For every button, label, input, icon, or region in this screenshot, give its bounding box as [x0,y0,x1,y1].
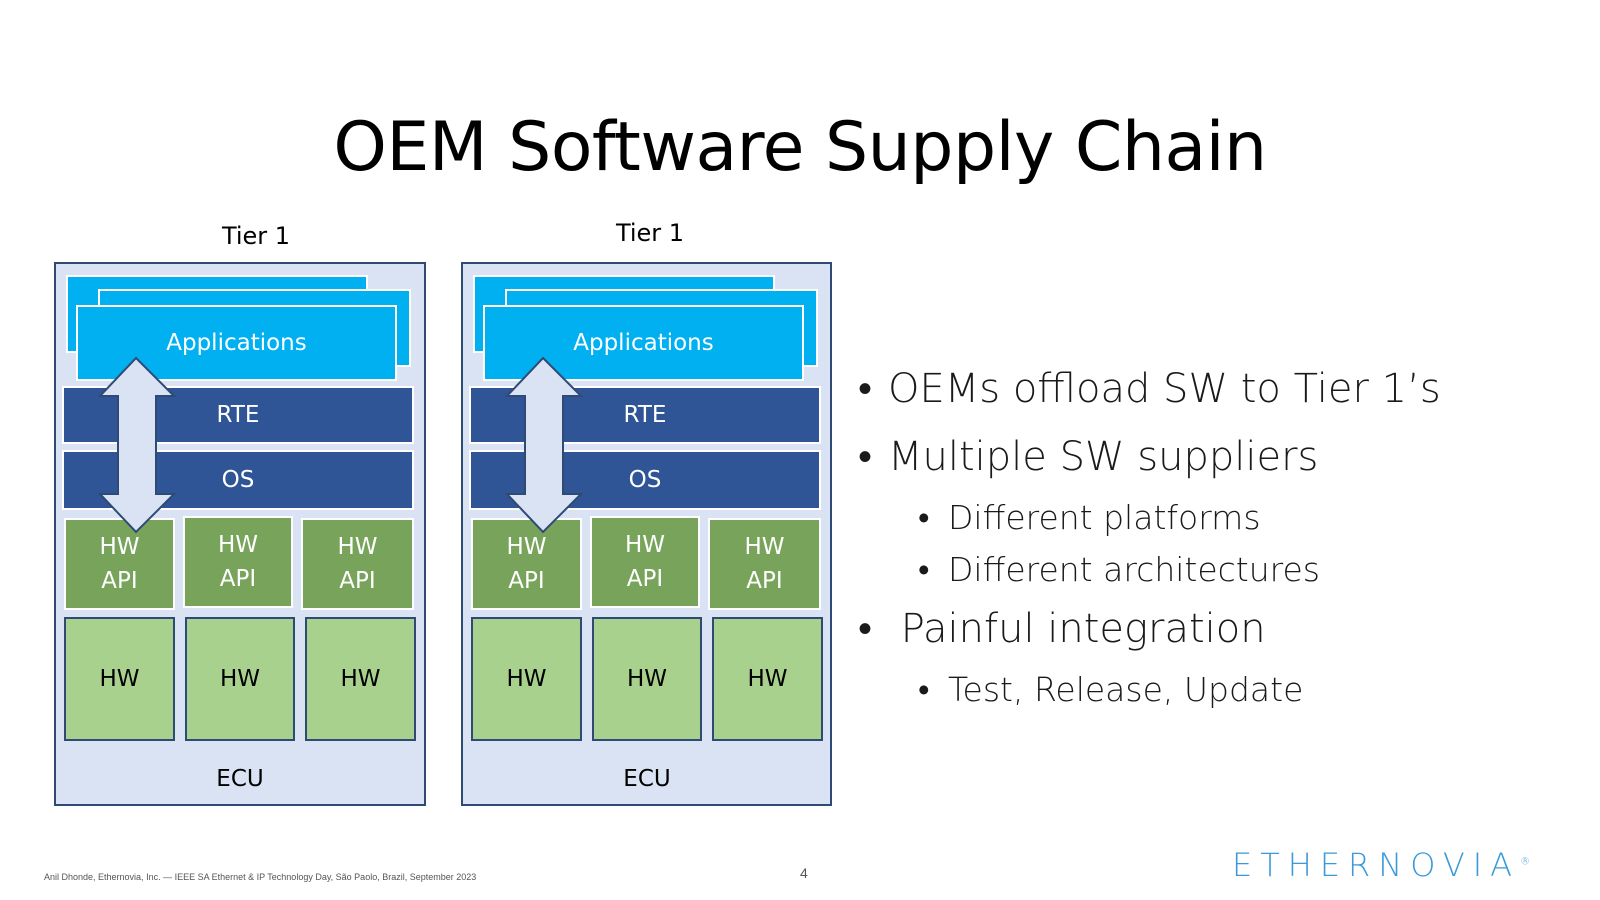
bullet-item: •OEMs offload SW to Tier 1’s [858,366,1441,412]
hw-block-right-1: HW [471,617,582,741]
bullet-item: • Painful integration [858,606,1266,652]
hw-api-block-right-1: HW API [471,518,582,610]
hw-api-text: API [626,566,664,592]
applications-block-left: Applications [76,305,397,381]
hw-block-right-3: HW [712,617,823,741]
hw-api-text: HW [744,534,785,560]
hw-block-left-1: HW [64,617,175,741]
bullet-list: •OEMs offload SW to Tier 1’s •Multiple S… [858,355,1578,715]
bullet-item: •Multiple SW suppliers [858,434,1319,480]
hw-api-text: HW [506,534,547,560]
sub-bullet-item: •Different platforms [918,497,1261,537]
footer-credit: Anil Dhonde, Ethernovia, Inc. — IEEE SA … [44,872,477,882]
ethernovia-logo: ETHERNOVIA® [1232,846,1530,884]
hw-api-text: HW [624,532,666,558]
hw-api-block-left-1: HW API [64,518,175,610]
hw-api-block-right-3: HW API [708,518,821,610]
bullet-text: Multiple SW suppliers [888,434,1319,480]
ecu-box-right: Applications RTE OS HW API HW API HW API… [461,262,832,806]
sub-bullet-text: Test, Release, Update [948,669,1304,709]
sub-bullet-text: Different platforms [948,497,1261,537]
hw-api-block-right-2: HW API [590,516,700,608]
tier-label-right: Tier 1 [615,219,685,247]
sub-bullet-item: •Different architectures [918,549,1320,589]
hw-block-left-2: HW [185,617,295,741]
double-arrow-icon [505,356,584,534]
sub-bullet-item: •Test, Release, Update [918,669,1304,709]
double-arrow-icon [98,356,177,534]
hw-api-text: API [746,568,783,594]
hw-api-block-left-3: HW API [301,518,414,610]
logo-text: ETHERNOVIA [1232,846,1521,884]
page-number: 4 [800,865,808,881]
ecu-box-left: Applications RTE OS HW API HW API HW API… [54,262,426,806]
hw-api-text: API [219,566,257,592]
registered-mark: ® [1520,856,1531,868]
ecu-label-right: ECU [623,766,671,792]
hw-api-text: HW [337,534,378,560]
slide-title: OEM Software Supply Chain [333,108,1267,187]
hw-block-right-2: HW [592,617,702,741]
hw-api-text: HW [99,534,140,560]
hw-api-text: HW [217,532,259,558]
ecu-label-left: ECU [216,766,264,792]
tier-label-left: Tier 1 [221,222,291,250]
bullet-text: Painful integration [888,606,1266,652]
hw-block-left-3: HW [305,617,416,741]
sub-bullet-text: Different architectures [948,549,1320,589]
hw-api-text: API [339,568,376,594]
hw-api-text: API [101,568,138,594]
hw-api-text: API [508,568,545,594]
bullet-text: OEMs offload SW to Tier 1’s [888,366,1441,412]
hw-api-block-left-2: HW API [183,516,293,608]
